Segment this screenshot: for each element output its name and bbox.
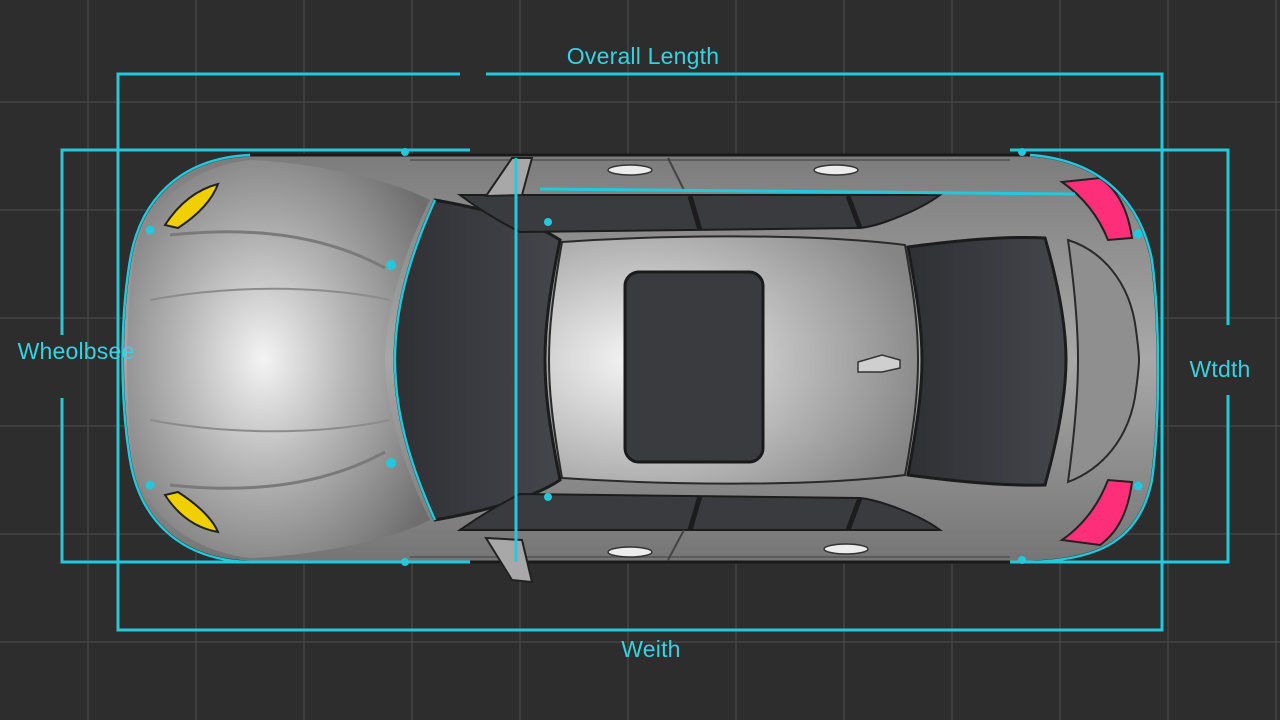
car-hood	[127, 160, 430, 558]
windshield	[393, 198, 562, 522]
right-dimension-bracket	[1010, 148, 1230, 325]
car-outline-trace	[121, 153, 1160, 564]
car-top-view	[121, 153, 1160, 584]
left-dimension-bracket	[60, 148, 470, 335]
rear-window	[906, 235, 1068, 487]
door-handle	[607, 546, 653, 558]
sunroof	[623, 270, 765, 464]
left-dimension-bracket-lower	[60, 398, 470, 564]
right-dimension-bracket-lower	[1010, 395, 1230, 564]
dimension-lines	[60, 72, 1230, 632]
door-handle	[607, 164, 653, 176]
door-handle	[823, 543, 869, 555]
side-mirror-left	[484, 157, 534, 198]
headlight-bottom	[163, 490, 220, 534]
side-mirror-right	[484, 536, 534, 584]
headlight-top	[163, 182, 220, 230]
width-bottom-label: Weith	[621, 636, 680, 662]
trunk	[1066, 238, 1140, 484]
width-right-label: Wtdth	[1189, 356, 1250, 382]
overall-length-label: Overall Length	[567, 43, 719, 69]
windshield-trace	[393, 199, 437, 521]
dimension-points	[145, 148, 1143, 566]
wheelbase-label: Wheolbsee	[18, 338, 135, 364]
side-windows-top	[456, 194, 944, 234]
roof-reference-line	[539, 187, 1076, 196]
car-badge-icon	[857, 354, 901, 373]
taillight-top	[1059, 176, 1134, 242]
overall-length-bracket	[116, 72, 1164, 632]
taillight-bottom	[1059, 478, 1134, 547]
door-handle	[813, 164, 859, 176]
side-windows-bottom	[456, 492, 944, 531]
